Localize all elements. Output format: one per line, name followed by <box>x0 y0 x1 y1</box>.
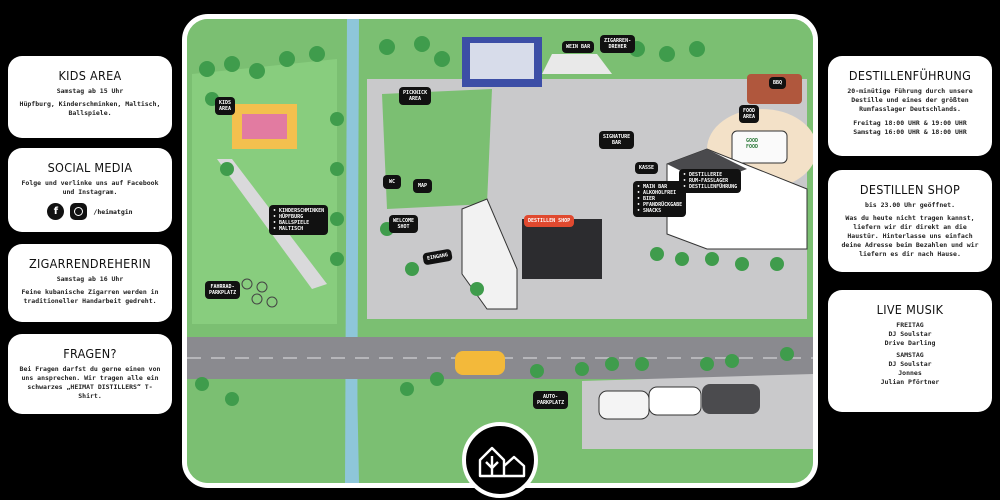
kids-area-text: Hüpfburg, Kinderschminken, Maltisch, Bal… <box>19 100 161 117</box>
social-media-text: Folge und verlinke uns auf Facebook und … <box>21 179 159 196</box>
container-building <box>461 198 518 310</box>
music-title: LIVE MUSIK <box>876 302 944 317</box>
cigar-title: ZIGARRENDREHERIN <box>28 256 152 271</box>
kids-area-card: KIDS AREA Samstag ab 15 Uhr Hüpfburg, Ki… <box>8 56 172 138</box>
heimat-distillers-logo <box>462 422 538 498</box>
social-media-title: SOCIAL MEDIA <box>47 160 133 175</box>
instagram-icon[interactable] <box>70 203 88 220</box>
music-friday-label: FREITAG <box>896 321 924 329</box>
music-saturday-label: SAMSTAG <box>896 351 924 359</box>
label-destillen-shop[interactable]: DESTILLEN SHOP <box>524 215 575 227</box>
silver-car <box>598 390 650 420</box>
music-act: Drive Darling <box>884 339 936 347</box>
label-signature-bar[interactable]: SIGNATURE BAR <box>599 131 635 149</box>
shop-card: DESTILLEN SHOP bis 23.00 Uhr geöffnet. W… <box>828 170 992 272</box>
social-media-card: SOCIAL MEDIA Folge und verlinke uns auf … <box>8 148 172 232</box>
music-act: Julian Pförtner <box>880 378 940 386</box>
shop-title: DESTILLEN SHOP <box>859 182 961 197</box>
label-good-food: GOOD FOOD <box>746 138 759 150</box>
facebook-icon[interactable]: f <box>47 203 65 220</box>
tour-text: 20-minütige Führung durch unsere Destill… <box>847 87 973 113</box>
tour-saturday: Samstag 16:00 UHR & 18:00 UHR <box>853 128 967 136</box>
music-act: DJ Soulstar <box>888 360 932 368</box>
bbq-truck <box>747 74 802 104</box>
questions-title: FRAGEN? <box>63 346 117 361</box>
label-food-area[interactable]: FOOD AREA <box>739 105 760 123</box>
label-bbq[interactable]: BBQ <box>769 77 787 89</box>
shop-text: Was du heute nicht tragen kannst, liefer… <box>841 214 979 258</box>
grey-car <box>702 384 760 414</box>
music-act: Jonnes <box>898 369 922 377</box>
label-bar-list: • MAIN BAR • ALKOHOLFREI • BIER • PFANDR… <box>633 181 687 217</box>
tour-title: DESTILLENFÜHRUNG <box>848 68 972 83</box>
festival-map: KIDS AREA PICKNICK AREA WEIN BAR ZIGARRE… <box>182 14 818 488</box>
trees <box>195 36 794 406</box>
label-zigarrendreher[interactable]: ZIGARREN- DREHER <box>600 35 636 53</box>
yellow-car <box>455 351 505 375</box>
social-handle[interactable]: /heimatgin <box>93 207 133 216</box>
label-map[interactable]: MAP <box>413 179 433 193</box>
map-illustration <box>187 19 813 483</box>
music-card: LIVE MUSIK FREITAG DJ Soulstar Drive Dar… <box>828 290 992 412</box>
label-picknick[interactable]: PICKNICK AREA <box>399 87 432 105</box>
logo-house-icon <box>478 446 526 478</box>
label-auto[interactable]: AUTO- PARKPLATZ <box>533 391 569 409</box>
label-welcome-shot[interactable]: WELCOME SHOT <box>389 215 419 233</box>
shop-building <box>522 219 602 279</box>
label-kasse[interactable]: KASSE <box>635 162 659 174</box>
questions-card: FRAGEN? Bei Fragen darfst du gerne einen… <box>8 334 172 414</box>
wine-bar-tent <box>542 54 612 74</box>
tour-card: DESTILLENFÜHRUNG 20-minütige Führung dur… <box>828 56 992 156</box>
music-act: DJ Soulstar <box>888 330 932 338</box>
bicycles <box>241 278 278 308</box>
label-kids-area[interactable]: KIDS AREA <box>215 97 236 115</box>
cigar-card: ZIGARRENDREHERIN Samstag ab 16 Uhr Feine… <box>8 244 172 322</box>
label-kids-list: • KINDERSCHMINKEN • HÜPFBURG • BALLSPIEL… <box>269 205 329 235</box>
picnic-lawn <box>382 89 492 209</box>
label-wc[interactable]: WC <box>383 175 402 189</box>
kids-area-subtitle: Samstag ab 15 Uhr <box>56 87 124 95</box>
label-fahrrad[interactable]: FAHRRAD- PARKPLATZ <box>205 281 241 299</box>
tour-friday: Freitag 18:00 UHR & 19:00 UHR <box>853 119 967 127</box>
label-wein-bar[interactable]: WEIN BAR <box>562 41 595 53</box>
white-car <box>648 386 702 416</box>
cigar-text: Feine kubanische Zigarren werden in trad… <box>21 288 159 305</box>
cigar-subtitle: Samstag ab 16 Uhr <box>56 275 124 283</box>
label-distillery-list: • DESTILLERIE • RUM-FASSLAGER • DESTILLE… <box>679 169 742 193</box>
kids-area-title: KIDS AREA <box>58 68 122 83</box>
good-food-van <box>731 130 788 164</box>
shop-subtitle: bis 23.00 Uhr geöffnet. <box>864 201 955 209</box>
social-links: f /heimatgin <box>16 203 164 220</box>
questions-text: Bei Fragen darfst du gerne einen von uns… <box>19 365 161 400</box>
